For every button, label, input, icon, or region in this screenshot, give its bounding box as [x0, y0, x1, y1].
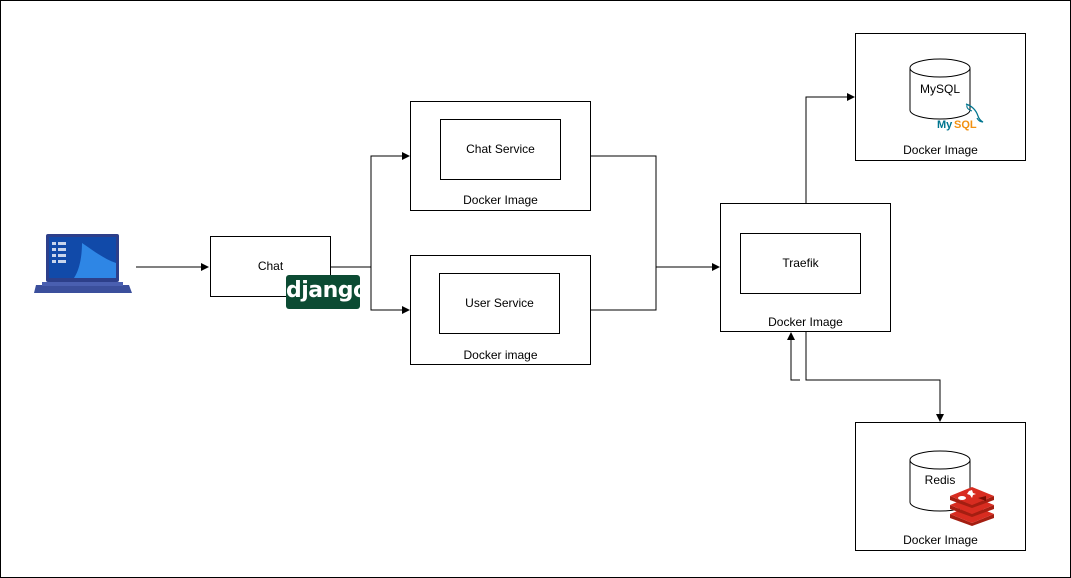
user-service-container-label: Docker image — [463, 348, 538, 362]
chat-service-label: Chat Service — [466, 142, 535, 156]
line-chat-service-to-junction — [590, 155, 657, 311]
redis-logo — [950, 487, 994, 526]
chat-service-node[interactable] — [440, 119, 561, 180]
redis-container-label: Docker Image — [903, 533, 978, 547]
mysql-label: MySQL — [919, 82, 960, 96]
mysql-logo: My SQL — [937, 103, 984, 131]
database-cylinder-icon — [909, 58, 971, 120]
chat-service-container-label: Docker Image — [463, 193, 538, 207]
svg-text:SQL: SQL — [954, 119, 977, 131]
svg-text:My: My — [937, 119, 953, 131]
mysql-container-label: Docker Image — [903, 143, 978, 157]
traefik-container-label: Docker Image — [768, 315, 843, 329]
django-logo: django — [286, 275, 368, 309]
arrow-traefik-to-redis — [805, 331, 944, 422]
arrow-traefik-to-mysql — [805, 93, 855, 203]
traefik-node[interactable] — [740, 233, 861, 294]
redis-label: Redis — [924, 473, 956, 487]
arrow-chat-to-chat-service — [330, 152, 410, 268]
user-service-label: User Service — [465, 296, 534, 310]
user-service-node[interactable] — [439, 273, 560, 334]
arrow-redis-to-traefik — [787, 332, 800, 381]
arrow-chat-to-user-service — [370, 267, 410, 314]
chat-label: Chat — [257, 259, 284, 273]
laptop-icon — [34, 234, 132, 293]
traefik-label: Traefik — [782, 256, 819, 270]
